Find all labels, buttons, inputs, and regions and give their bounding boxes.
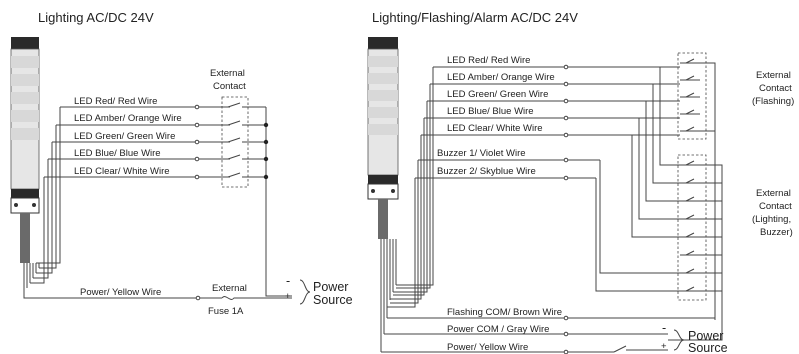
right-com-label: Flashing COM/ Brown Wire <box>447 307 562 318</box>
left-minus: - <box>286 274 290 288</box>
right-lighting-label: Buzzer) <box>760 227 793 238</box>
left-power-wire-label: Power/ Yellow Wire <box>80 287 161 298</box>
right-wire-label: LED Blue/ Blue Wire <box>447 106 534 117</box>
right-plus: + <box>661 341 667 352</box>
left-switch-contacts <box>194 102 266 180</box>
left-contact-label: External <box>210 68 245 79</box>
left-contact-box <box>221 96 249 188</box>
left-title: Lighting AC/DC 24V <box>38 10 154 25</box>
right-power-source: Source <box>688 341 728 354</box>
left-plus: + <box>285 291 291 302</box>
right-lighting-label: (Lighting, <box>752 214 791 225</box>
right-lighting-contact-box <box>677 154 707 301</box>
left-fuse-label: External <box>212 283 247 294</box>
right-buzzer-label: Buzzer 2/ Skyblue Wire <box>437 166 536 177</box>
right-power-source: Power <box>688 329 723 343</box>
left-wire-label: LED Red/ Red Wire <box>74 96 157 107</box>
right-tower-lamp <box>367 37 399 239</box>
right-diagram: Lighting/Flashing/Alarm AC/DC 24V LED Re… <box>367 10 794 354</box>
right-flashing-label: External <box>756 70 791 81</box>
right-wire-label: LED Red/ Red Wire <box>447 55 530 66</box>
right-title: Lighting/Flashing/Alarm AC/DC 24V <box>372 10 578 25</box>
left-tower-lamp <box>10 37 40 263</box>
right-lighting-label: Contact <box>759 201 792 212</box>
right-com-label: Power COM / Gray Wire <box>447 324 549 335</box>
right-flashing-contact-box <box>677 52 707 140</box>
left-contact-label: Contact <box>213 81 246 92</box>
left-wire-label: LED Green/ Green Wire <box>74 131 175 142</box>
right-flashing-label: Contact <box>759 83 792 94</box>
right-lighting-label: External <box>756 188 791 199</box>
left-wire-label: LED Blue/ Blue Wire <box>74 148 161 159</box>
right-buzzer-label: Buzzer 1/ Violet Wire <box>437 148 526 159</box>
left-wire-label: LED Amber/ Orange Wire <box>74 113 182 124</box>
right-flashing-label: (Flashing) <box>752 96 794 107</box>
left-wire-label: LED Clear/ White Wire <box>74 166 170 177</box>
right-lighting-contacts <box>680 160 723 330</box>
left-diagram: Lighting AC/DC 24V LED Red/ Red Wire LED… <box>10 10 353 317</box>
right-flashing-contacts <box>680 58 716 320</box>
left-fuse-label: Fuse 1A <box>208 306 244 317</box>
left-power-source: Source <box>313 293 353 307</box>
right-minus: - <box>662 321 666 335</box>
right-com-label: Power/ Yellow Wire <box>447 342 528 353</box>
right-wire-label: LED Green/ Green Wire <box>447 89 548 100</box>
right-wire-label: LED Amber/ Orange Wire <box>447 72 555 83</box>
right-wire-label: LED Clear/ White Wire <box>447 123 543 134</box>
left-power-source: Power <box>313 280 348 294</box>
